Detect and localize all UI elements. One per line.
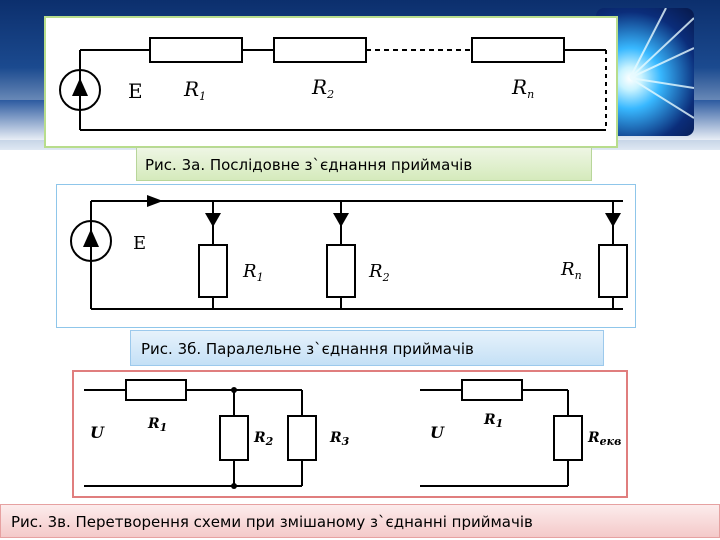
source-label: E xyxy=(128,79,143,103)
source-arrow-icon xyxy=(72,78,88,96)
source-arrow-icon xyxy=(83,229,99,247)
series-circuit-diagram xyxy=(59,37,607,131)
equivalent-resistor-label: Rекв xyxy=(587,430,621,448)
resistor-label-n: Rn xyxy=(511,75,534,101)
current-arrow-icon xyxy=(147,195,163,207)
mixed-resistor-label-3: R3 xyxy=(329,430,350,448)
parallel-circuit-diagram xyxy=(70,195,628,310)
resistor-label-2: R2 xyxy=(368,261,390,284)
mixed-circuit-diagram xyxy=(84,379,583,489)
mixed-resistor-label-1: R1 xyxy=(147,416,167,434)
mixed-circuit-figure: U R1 R2 R3 U R1 Rекв xyxy=(72,370,628,498)
junction-dot xyxy=(231,387,237,393)
parallel-circuit-figure: E R1 R2 Rn xyxy=(56,184,636,328)
junction-dot xyxy=(231,483,237,489)
branch-arrow-icon xyxy=(333,213,349,227)
resistor-label-2: R2 xyxy=(311,75,334,101)
source-label: E xyxy=(133,233,146,254)
branch-arrow-icon xyxy=(205,213,221,227)
mixed-resistor-label-2: R2 xyxy=(253,430,274,448)
resistor-label-1: R1 xyxy=(242,261,264,284)
light-rays-icon xyxy=(629,8,694,119)
mixed-caption: Рис. 3в. Перетворення схеми при змішаном… xyxy=(0,504,720,538)
branch-arrow-icon xyxy=(605,213,621,227)
voltage-label-left: U xyxy=(90,423,105,442)
series-caption: Рис. 3а. Послідовне з`єднання приймачів xyxy=(136,147,592,181)
series-circuit-figure: E R1 R2 Rn xyxy=(44,16,618,148)
voltage-label-right: U xyxy=(430,423,445,442)
parallel-caption: Рис. 3б. Паралельне з`єднання приймачів xyxy=(130,330,604,366)
resistor-label-1: R1 xyxy=(183,77,206,103)
resistor-label-n: Rn xyxy=(560,259,582,282)
equivalent-resistor-label-1: R1 xyxy=(483,412,503,430)
